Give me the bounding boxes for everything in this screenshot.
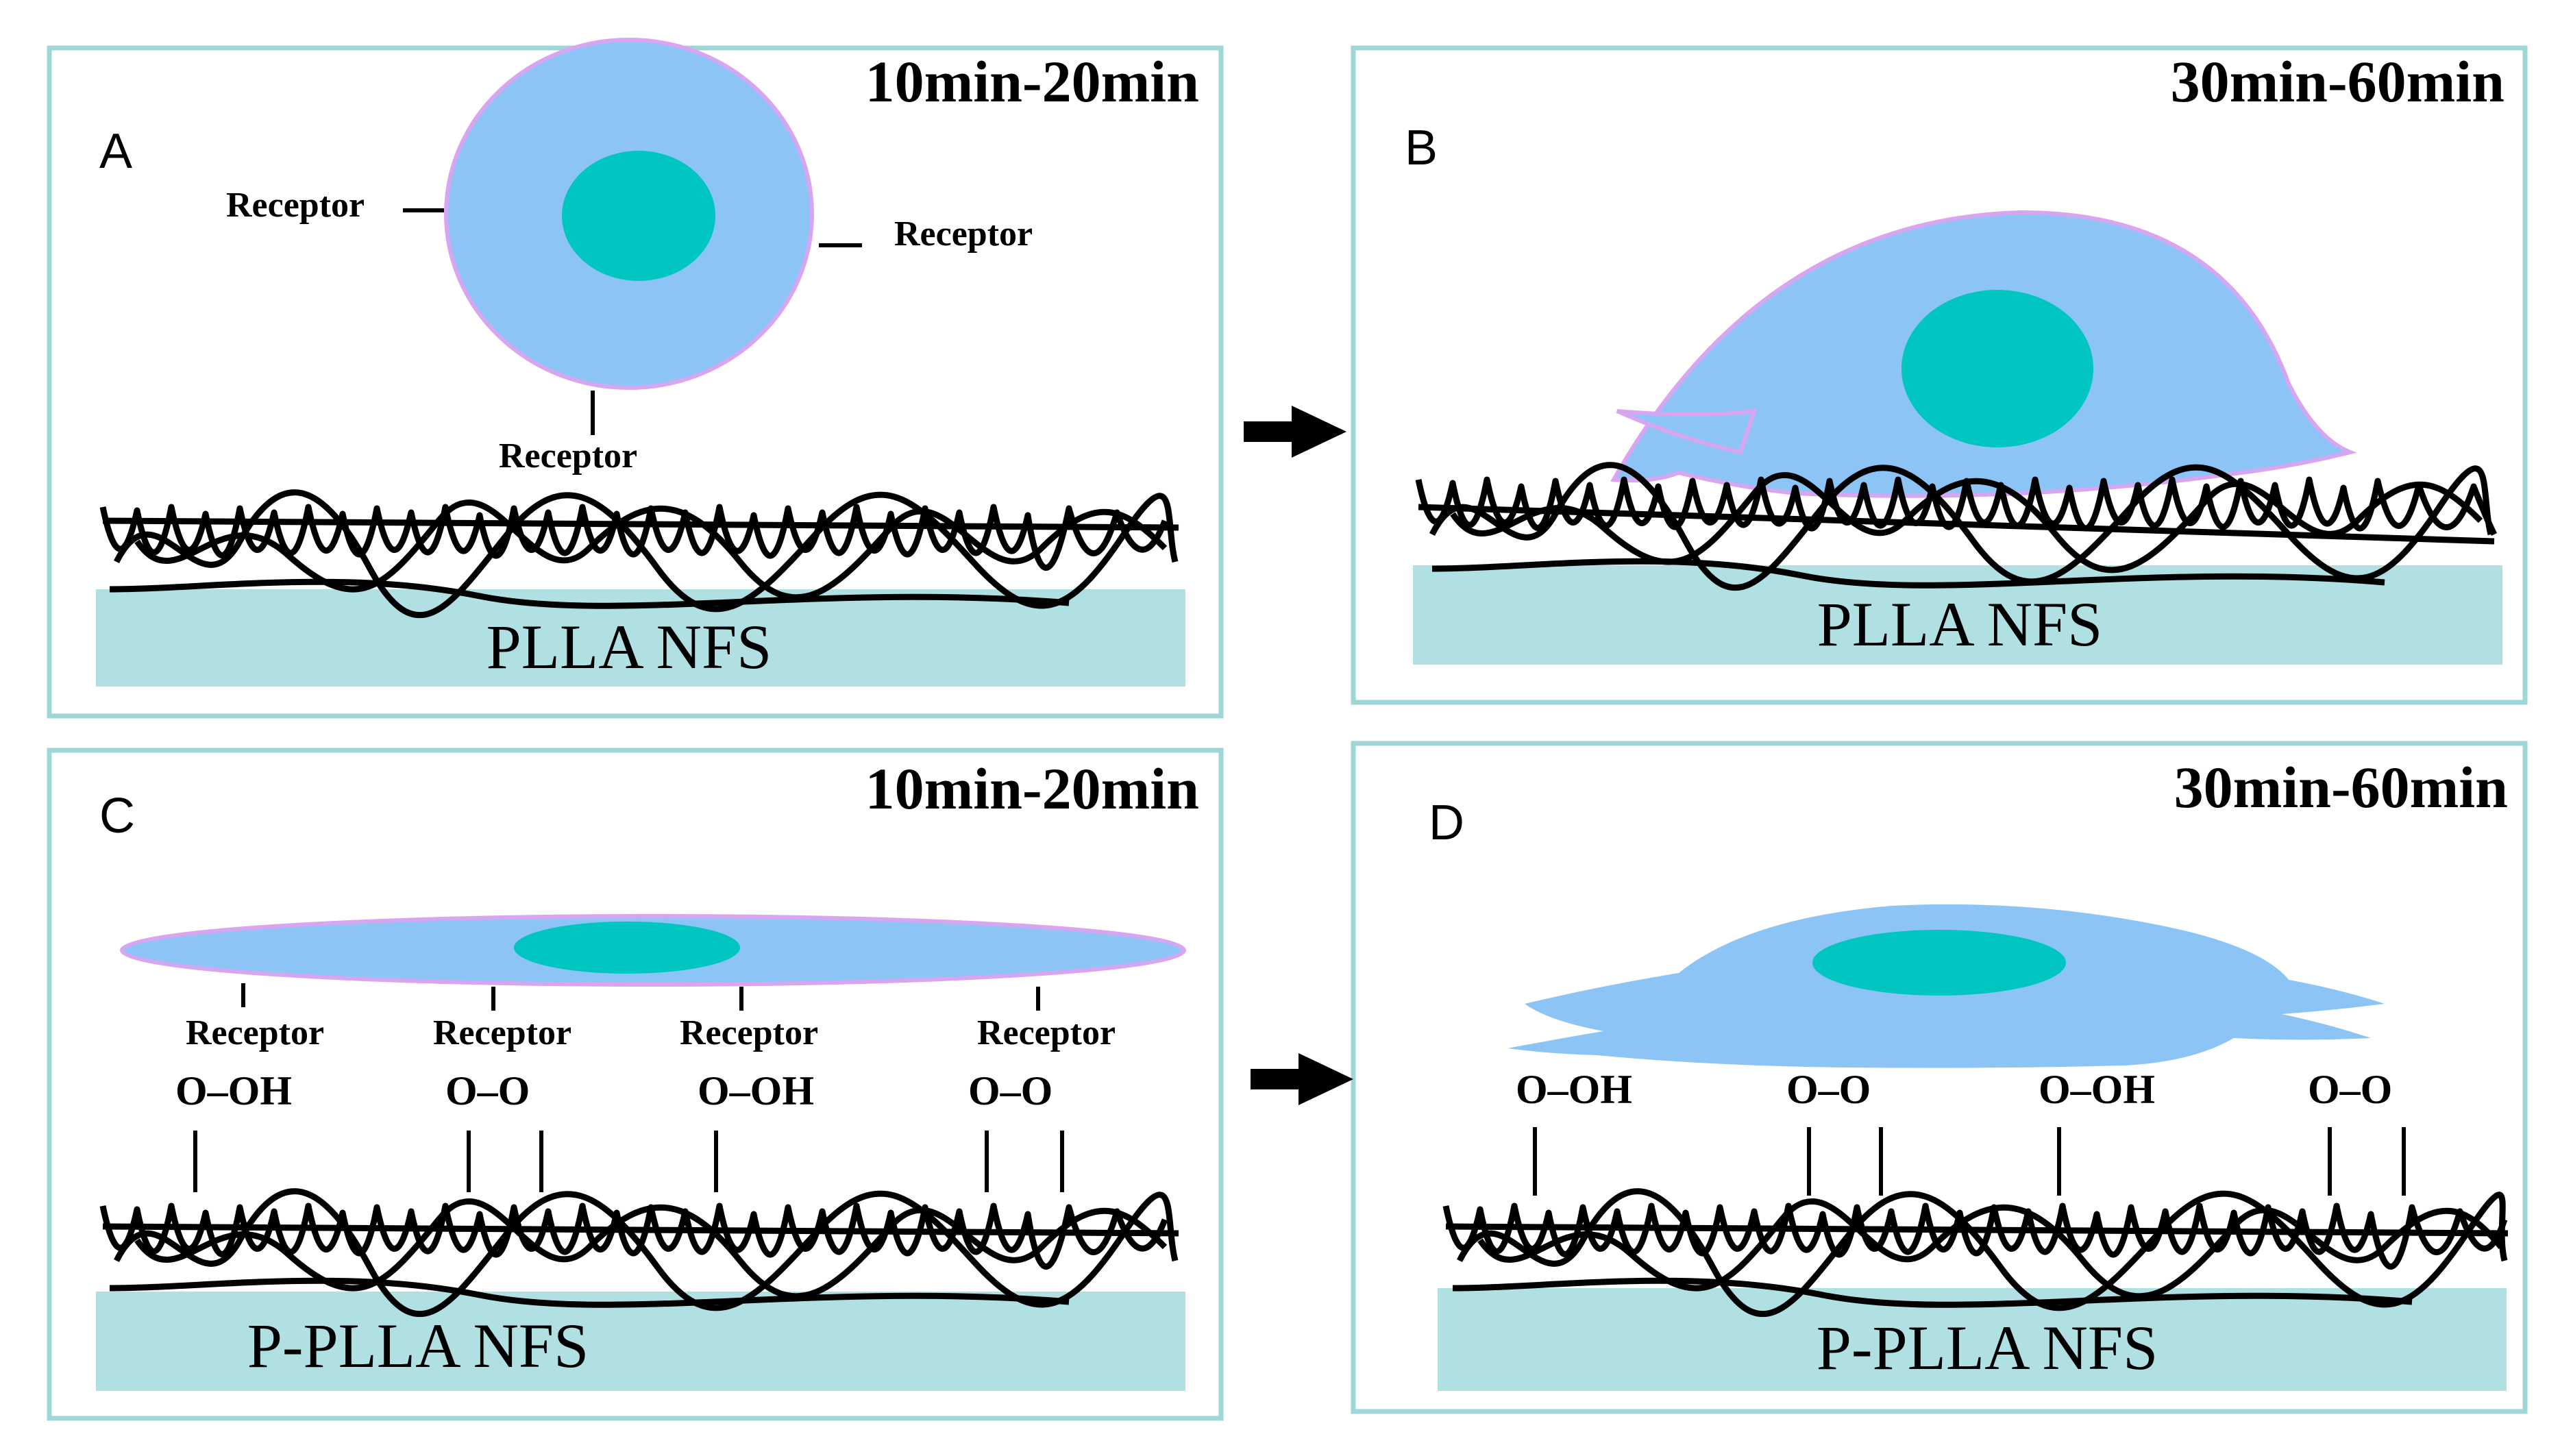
panel-c-time: 10min-20min — [865, 756, 1199, 822]
substrate — [96, 1292, 1185, 1391]
peroxide-group: O–O — [968, 1068, 1053, 1113]
panel-c-letter: C — [99, 789, 135, 843]
panel-a-time: 10min-20min — [865, 49, 1199, 114]
panel-d-time: 30min-60min — [2174, 754, 2508, 820]
peroxide-group: O–O — [1786, 1067, 1871, 1112]
panel-c-frame — [47, 748, 1224, 1421]
hydroxyl-group: O–OH — [175, 1068, 292, 1113]
substrate-label: PLLA NFS — [1817, 589, 2103, 659]
nanofibers — [1442, 1188, 2509, 1317]
panel-b-letter: B — [1405, 121, 1438, 175]
nucleus — [562, 151, 715, 281]
right-arrow-bottom — [1251, 1053, 1353, 1105]
receptor-label-bottom: Receptor — [499, 436, 637, 476]
peroxide-group: O–O — [2308, 1067, 2392, 1112]
receptor-label: Receptor — [977, 1013, 1116, 1052]
nucleus — [514, 922, 740, 974]
receptor-label: Receptor — [433, 1013, 571, 1052]
cell-protrusion-left — [1616, 408, 1758, 455]
substrate-label: P-PLLA NFS — [247, 1311, 589, 1381]
hydroxyl-group: O–OH — [2039, 1067, 2155, 1112]
receptor-label: Receptor — [186, 1013, 324, 1052]
nucleus — [1901, 290, 2093, 447]
panel-d-letter: D — [1429, 795, 1464, 850]
nanofibers — [1415, 462, 2498, 591]
group-bonds — [193, 1131, 1064, 1192]
nanofibers — [99, 1188, 1179, 1317]
nucleus — [1812, 930, 2066, 996]
group-bonds — [1533, 1127, 2406, 1196]
hydroxyl-group: O–OH — [698, 1068, 814, 1113]
panel-b: B 30min-60min PLLA NFS — [1351, 45, 2528, 705]
panel-d: D 30min-60min O–OH O–O O–OH O–O P-PLLA N… — [1351, 741, 2528, 1414]
receptor-label-left: Receptor — [226, 186, 365, 225]
panel-b-time: 30min-60min — [2171, 49, 2504, 114]
panel-b-frame — [1351, 45, 2528, 705]
panel-a-letter: A — [99, 124, 132, 179]
hydroxyl-group: O–OH — [1516, 1067, 1632, 1112]
nanofibers — [99, 489, 1179, 618]
receptor-label: Receptor — [680, 1013, 818, 1052]
panel-a: A 10min-20min Receptor Receptor Receptor… — [47, 38, 1224, 719]
right-arrow-top — [1244, 406, 1346, 458]
panel-c: C 10min-20min Receptor Receptor Receptor… — [47, 748, 1224, 1421]
substrate-label: P-PLLA NFS — [1817, 1313, 2158, 1383]
panel-d-frame — [1351, 741, 2528, 1414]
receptor-stubs — [241, 983, 1040, 1011]
peroxide-group: O–O — [445, 1068, 530, 1113]
receptor-label-right: Receptor — [894, 214, 1033, 254]
substrate-label: PLLA NFS — [487, 612, 772, 682]
